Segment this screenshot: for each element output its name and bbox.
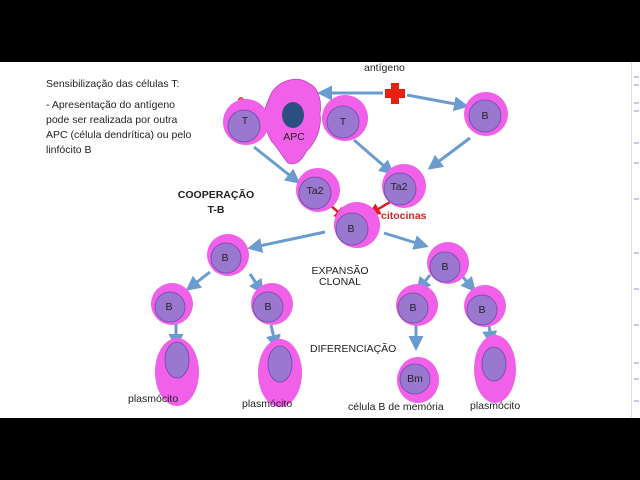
arrow-b-to-ta2: [427, 136, 471, 170]
b-level3-2-label: B: [264, 301, 272, 313]
arrow-t-to-ta2-left: [253, 145, 301, 184]
b-clone-right-label: B: [441, 261, 449, 273]
arrow-antigen-to-b: [406, 93, 469, 112]
cooperation-line-2: T-B: [207, 204, 225, 216]
b-cell-level3-3: [396, 284, 438, 326]
b-cell-level3-1: [151, 283, 193, 325]
memory-b-label: célula B de memória: [348, 401, 444, 413]
b-level3-3-label: B: [409, 302, 417, 314]
arrow-b-to-clone-right: [383, 231, 429, 250]
cooperation-line-1: COOPERAÇÃO: [177, 189, 255, 201]
plasmocyte-label-3: plasmócito: [470, 400, 521, 412]
apc-label: APC: [283, 131, 305, 143]
memory-b-cell: [397, 357, 439, 403]
antigen-cross-icon: [385, 83, 405, 104]
intro-line-1: - Apresentação do antígeno: [46, 99, 176, 111]
b-cell-top: [464, 92, 508, 136]
b-cell-central-label: B: [347, 223, 355, 235]
t-cell-left-label: T: [241, 115, 249, 127]
arrow-t-to-ta2-right: [353, 138, 395, 175]
b-cell-level3-4: [464, 285, 506, 327]
intro-title: Sensibilização das células T:: [46, 78, 180, 90]
b-level3-4-label: B: [478, 304, 486, 316]
ta2-left-label: Ta2: [306, 185, 324, 197]
b-cell-central: [334, 202, 380, 248]
intro-line-4: linfócito B: [46, 144, 92, 156]
t-cell-right-label: T: [339, 116, 347, 128]
b-cell-top-label: B: [481, 110, 489, 122]
arrow-clone-to-b4: [460, 275, 476, 293]
t-cell-right: [322, 95, 368, 141]
ta2-right-label: Ta2: [390, 181, 408, 193]
expansion-line-1: EXPANSÃO: [311, 265, 369, 277]
b-clone-left-label: B: [221, 252, 229, 264]
diagram-canvas: [151, 78, 516, 407]
slide: Sensibilização das células T: - Apresent…: [0, 62, 640, 418]
b-cell-clone-right: [427, 242, 469, 284]
t-cell-left: [223, 99, 269, 145]
arrow-b-to-clone-left: [247, 230, 326, 253]
b-cell-clone-left: [207, 234, 249, 276]
plasmocyte-1: [155, 338, 199, 406]
expansion-line-2: CLONAL: [318, 276, 361, 288]
plasmocyte-label-1: plasmócito: [128, 393, 179, 405]
ta2-cell-left: [296, 168, 340, 212]
ta2-cell-right: [382, 164, 426, 208]
bm-label: Bm: [407, 373, 423, 385]
differentiation-label: DIFERENCIAÇÃO: [310, 343, 397, 355]
side-thumbnail-strip: [631, 62, 640, 418]
intro-line-2: pode ser realizada por outra: [46, 114, 178, 126]
plasmocyte-2: [258, 339, 302, 407]
plasmocyte-3: [474, 335, 516, 403]
intro-line-3: APC (célula dendrítica) ou pelo: [46, 129, 192, 141]
antigen-label: antígeno: [364, 62, 405, 74]
arrows: [168, 85, 498, 351]
plasmocyte-label-2: plasmócito: [242, 398, 293, 410]
apc-nucleus: [282, 102, 304, 128]
cytokines-label: citocinas: [381, 210, 427, 222]
arrow-clone-to-b1: [185, 270, 211, 291]
b-level3-1-label: B: [165, 301, 173, 313]
b-cell-level3-2: [251, 283, 293, 325]
